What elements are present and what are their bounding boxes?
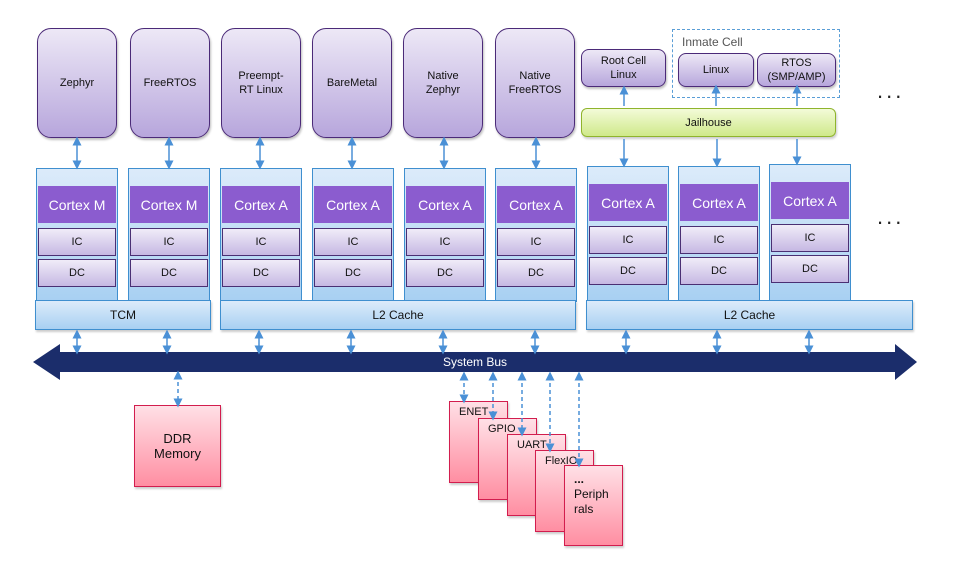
- os-label: FreeRTOS: [143, 77, 197, 89]
- l2-cache-left-label: L2 Cache: [372, 308, 424, 322]
- inmate-linux-label: Linux: [702, 64, 730, 76]
- instruction-cache[interactable]: IC: [589, 226, 667, 254]
- data-cache[interactable]: DC: [680, 257, 758, 285]
- os-label-line1: Native: [519, 70, 551, 82]
- data-cache[interactable]: DC: [771, 255, 849, 283]
- cpu-core[interactable]: Cortex A: [406, 186, 484, 223]
- system-bus[interactable]: [33, 344, 917, 380]
- more-cores-ellipsis: ...: [877, 204, 905, 229]
- os-box-freertos[interactable]: FreeRTOS: [130, 28, 210, 138]
- inmate-cell-group: [672, 29, 840, 98]
- instruction-cache[interactable]: IC: [497, 228, 575, 256]
- data-cache[interactable]: DC: [38, 259, 116, 287]
- peripheral-label: UART: [517, 439, 547, 451]
- inmate-cell-title: Inmate Cell: [682, 35, 743, 49]
- inmate-rtos-line2: (SMP/AMP): [767, 71, 826, 83]
- instruction-cache[interactable]: IC: [406, 228, 484, 256]
- os-box-preempt-rt-linux[interactable]: Preempt- RT Linux: [221, 28, 301, 138]
- instruction-cache[interactable]: IC: [222, 228, 300, 256]
- os-box-native-zephyr[interactable]: Native Zephyr: [403, 28, 483, 138]
- root-cell-line1: Root Cell: [600, 55, 647, 67]
- data-cache[interactable]: DC: [314, 259, 392, 287]
- jailhouse-label: Jailhouse: [685, 116, 732, 129]
- os-label-line1: Preempt-: [238, 70, 284, 82]
- more-dots: ...: [574, 472, 585, 486]
- os-label-line2: RT Linux: [239, 84, 283, 96]
- cpu-core[interactable]: Cortex A: [680, 184, 758, 221]
- instruction-cache[interactable]: IC: [680, 226, 758, 254]
- more-line1: Periph: [574, 487, 609, 501]
- jailhouse-hypervisor[interactable]: Jailhouse: [581, 108, 836, 137]
- peripheral-more[interactable]: ... Periph rals: [564, 465, 623, 546]
- inmate-rtos-line1: RTOS: [781, 57, 812, 69]
- cpu-core[interactable]: Cortex A: [222, 186, 300, 223]
- cpu-core[interactable]: Cortex A: [497, 186, 575, 223]
- os-label-line2: Zephyr: [425, 84, 461, 96]
- os-label-line2: FreeRTOS: [508, 84, 562, 96]
- tcm-bar[interactable]: TCM: [35, 300, 211, 330]
- os-label: BareMetal: [326, 77, 378, 89]
- cpu-core[interactable]: Cortex A: [314, 186, 392, 223]
- instruction-cache[interactable]: IC: [314, 228, 392, 256]
- os-box-zephyr[interactable]: Zephyr: [37, 28, 117, 138]
- l2-cache-left[interactable]: L2 Cache: [220, 300, 576, 330]
- cpu-core[interactable]: Cortex A: [771, 182, 849, 219]
- l2-cache-right[interactable]: L2 Cache: [586, 300, 913, 330]
- cpu-core[interactable]: Cortex M: [38, 186, 116, 223]
- peripheral-label: ENET: [459, 406, 489, 418]
- data-cache[interactable]: DC: [589, 257, 667, 285]
- instruction-cache[interactable]: IC: [38, 228, 116, 256]
- ddr-line2: Memory: [154, 446, 201, 461]
- root-cell-line2: Linux: [610, 69, 637, 81]
- ddr-line1: DDR: [163, 431, 192, 446]
- os-label: Zephyr: [59, 77, 95, 89]
- peripheral-label: FlexIO: [545, 455, 578, 467]
- os-box-baremetal[interactable]: BareMetal: [312, 28, 392, 138]
- os-box-native-freertos[interactable]: Native FreeRTOS: [495, 28, 575, 138]
- data-cache[interactable]: DC: [130, 259, 208, 287]
- instruction-cache[interactable]: IC: [130, 228, 208, 256]
- tcm-label: TCM: [110, 308, 136, 322]
- more-line2: rals: [574, 502, 594, 516]
- cpu-core[interactable]: Cortex A: [589, 184, 667, 221]
- more-os-ellipsis: ...: [877, 78, 905, 103]
- cpu-core[interactable]: Cortex M: [130, 186, 208, 223]
- l2-cache-right-label: L2 Cache: [723, 308, 776, 322]
- inmate-rtos-box[interactable]: RTOS (SMP/AMP): [757, 53, 836, 87]
- instruction-cache[interactable]: IC: [771, 224, 849, 252]
- data-cache[interactable]: DC: [222, 259, 300, 287]
- system-bus-label: System Bus: [443, 355, 507, 369]
- data-cache[interactable]: DC: [497, 259, 575, 287]
- ddr-memory[interactable]: DDR Memory: [134, 405, 221, 487]
- peripheral-label: GPIO: [488, 423, 516, 435]
- data-cache[interactable]: DC: [406, 259, 484, 287]
- os-label-line1: Native: [427, 70, 459, 82]
